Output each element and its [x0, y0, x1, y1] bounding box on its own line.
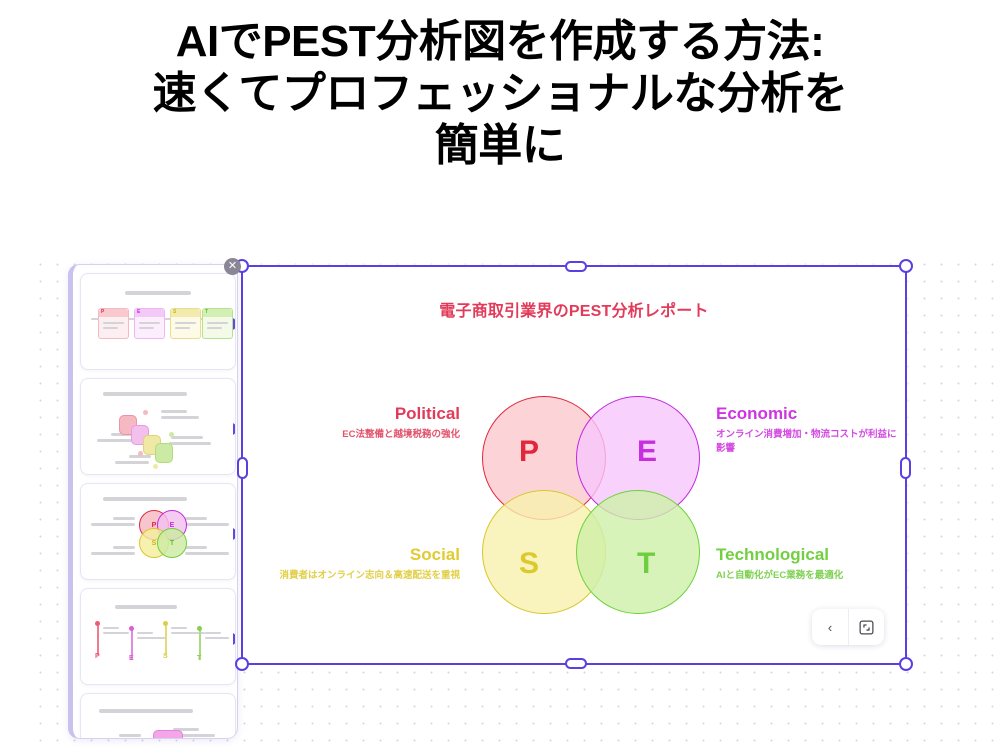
resize-handle-left[interactable] [237, 457, 248, 479]
quadrant-heading-economic: Economic [716, 404, 798, 423]
thumb-expand-arrow-5[interactable] [233, 738, 236, 739]
thumb-expand-arrow-2[interactable] [233, 423, 235, 435]
quadrant-label-social: Social 消費者はオンライン志向＆高速配送を重視 [270, 545, 460, 583]
quadrant-subtitle-social: 消費者はオンライン志向＆高速配送を重視 [279, 569, 460, 581]
thumb-title-bar [115, 605, 177, 609]
thumb-venn-t: T [157, 528, 187, 558]
thumb-card-t: T [202, 308, 233, 339]
resize-handle-top-right[interactable] [899, 259, 913, 273]
venn-letter-s: S [519, 547, 540, 580]
thumb-card-p: P [98, 308, 129, 339]
resize-handle-bottom-right[interactable] [899, 657, 913, 671]
slide-thumbnail-rail[interactable]: P E S T [68, 264, 238, 739]
quadrant-label-political: Political EC法整備と越境税務の強化 [270, 404, 460, 442]
thumb-card-e: E [134, 308, 165, 339]
quadrant-subtitle-economic: オンライン消費増加・物流コストが利益に影響 [716, 428, 897, 454]
thumb-title-bar [125, 291, 191, 295]
chevron-left-icon[interactable]: ‹ [827, 619, 833, 635]
slide-canvas: 電子商取引業界のPEST分析レポート P E S T [250, 274, 898, 656]
page-title: AIでPEST分析図を作成する方法: 速くてプロフェッショナルな分析を 簡単に [152, 17, 848, 170]
quadrant-subtitle-political: EC法整備と越境税務の強化 [342, 428, 460, 440]
venn-letter-e: E [637, 435, 658, 468]
quadrant-heading-social: Social [409, 545, 460, 564]
thumb-title-bar [103, 497, 187, 501]
venn-letter-t: T [637, 547, 656, 580]
quadrant-label-technological: Technological AIと自動化がEC業務を最適化 [716, 545, 898, 583]
quadrant-heading-technological: Technological [716, 545, 830, 564]
slide-thumbnail-1[interactable]: P E S T [80, 273, 236, 370]
venn-circle-technological: T [576, 490, 700, 614]
close-icon[interactable]: ✕ [224, 258, 241, 275]
venn-letter-p: P [519, 435, 540, 468]
slide-thumbnail-5[interactable] [80, 693, 236, 739]
quadrant-heading-political: Political [394, 404, 460, 423]
slide-thumbnail-2[interactable] [80, 378, 236, 475]
thumb-shape-t [155, 443, 173, 463]
thumb-expand-arrow-1[interactable] [233, 318, 235, 330]
slide-control-cluster[interactable]: ‹ [812, 609, 884, 645]
quadrant-label-economic: Economic オンライン消費増加・物流コストが利益に影響 [716, 404, 898, 456]
resize-handle-bottom[interactable] [565, 658, 587, 669]
slide-title: 電子商取引業界のPEST分析レポート [439, 303, 709, 320]
slide-thumbnail-4[interactable]: P E S T [80, 588, 236, 685]
thumb-card-s: S [170, 308, 201, 339]
resize-handle-top[interactable] [565, 261, 587, 272]
thumb-title-bar [103, 392, 187, 396]
editor-canvas: P E S T [26, 250, 1000, 750]
selected-slide-frame[interactable]: 電子商取引業界のPEST分析レポート P E S T [235, 259, 913, 671]
pest-venn-diagram: P E S T [482, 396, 700, 614]
resize-handle-bottom-left[interactable] [235, 657, 249, 671]
resize-handle-right[interactable] [900, 457, 911, 479]
thumb-expand-arrow-4[interactable] [233, 633, 235, 645]
thumb-expand-arrow-3[interactable] [233, 528, 235, 540]
thumb-bubble-e [153, 730, 183, 738]
quadrant-subtitle-technological: AIと自動化がEC業務を最適化 [716, 569, 844, 581]
expand-icon[interactable] [848, 609, 884, 645]
slide-thumbnail-3[interactable]: P E S T [80, 483, 236, 580]
thumb-title-bar [99, 709, 193, 713]
